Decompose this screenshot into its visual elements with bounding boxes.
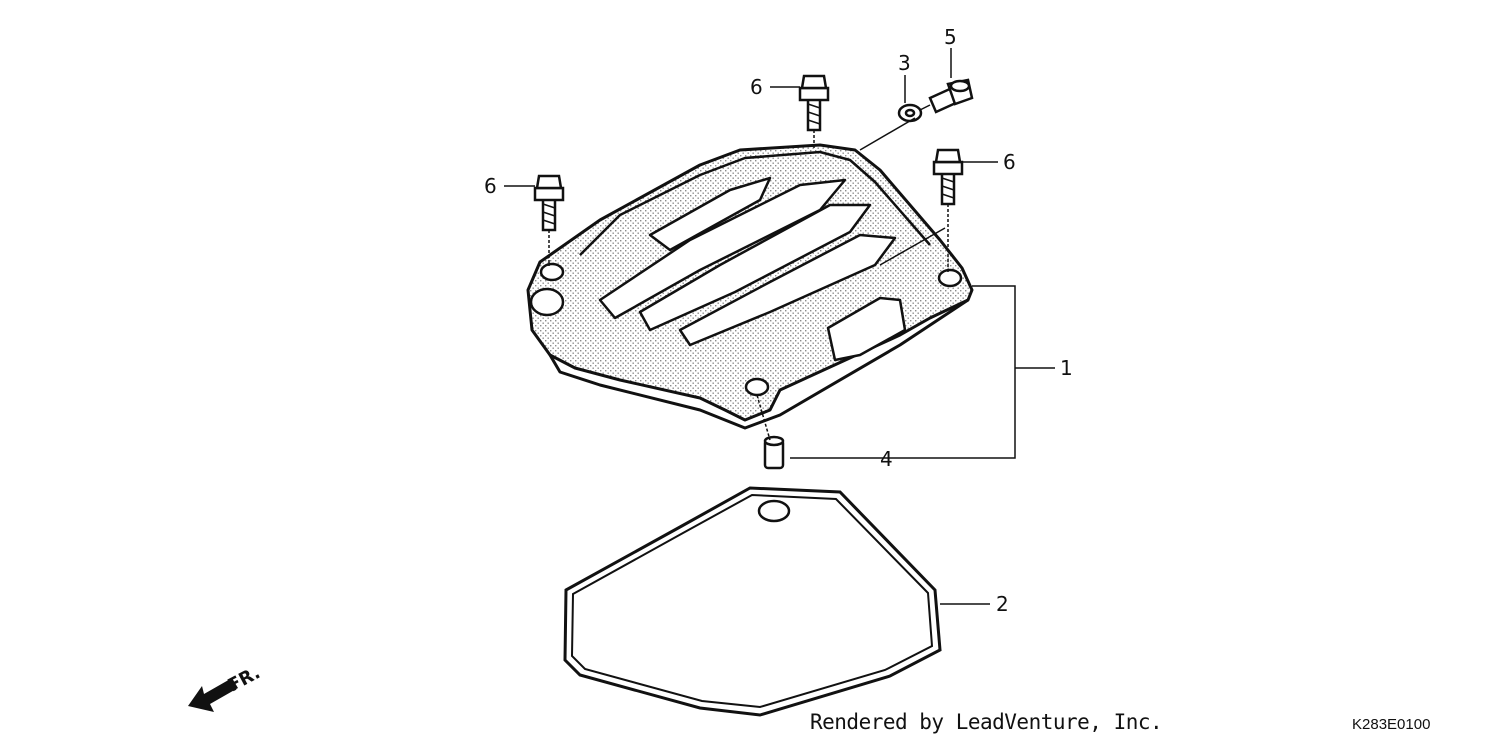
render-credit: Rendered by LeadVenture, Inc. (810, 710, 1163, 734)
callout-6-top: 6 (750, 75, 763, 99)
callout-1: 1 (1060, 356, 1073, 380)
leader-lines (504, 48, 1055, 605)
callout-6-right: 6 (1003, 150, 1016, 174)
small-bolt[interactable] (928, 78, 974, 114)
callout-5: 5 (944, 25, 957, 49)
flange-bolt-top[interactable] (798, 74, 830, 132)
callout-6-left: 6 (484, 174, 497, 198)
head-cover-gasket[interactable] (563, 486, 942, 717)
callout-2: 2 (996, 592, 1009, 616)
diagram-code: K283E0100 (1352, 716, 1431, 733)
flange-bolt-right[interactable] (932, 148, 964, 206)
front-direction-arrow: FR. (188, 662, 264, 712)
cylinder-head-cover[interactable] (526, 143, 974, 430)
dowel-pin[interactable] (763, 435, 785, 470)
sealing-washer[interactable] (897, 103, 923, 123)
flange-bolt-left[interactable] (533, 174, 565, 232)
callout-4: 4 (880, 447, 893, 471)
callout-3: 3 (898, 51, 911, 75)
